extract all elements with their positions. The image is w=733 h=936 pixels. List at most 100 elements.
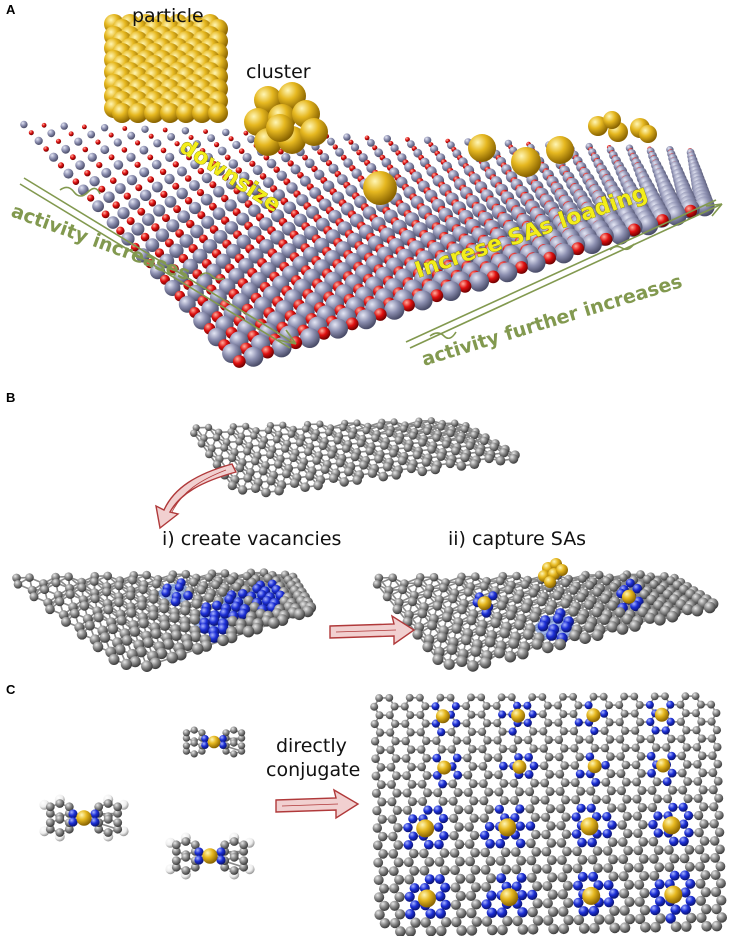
carbon-atom	[456, 435, 465, 444]
carbon-atom	[397, 456, 407, 466]
oxide-metal-atom	[155, 228, 170, 242]
oxygen-atom	[135, 184, 143, 192]
carbon-atom	[560, 598, 571, 609]
oxide-metal-atom	[151, 159, 162, 170]
carbon-atom	[418, 438, 427, 447]
nitrogen-atom	[552, 613, 564, 624]
oxide-metal-atom	[228, 159, 239, 169]
carbon-atom	[243, 473, 253, 483]
carbon-atom	[347, 431, 356, 440]
single-atom	[546, 136, 574, 164]
carbon-atom	[495, 455, 506, 466]
nitrogen-atom	[630, 600, 641, 612]
carbon-atom	[339, 477, 350, 487]
oxygen-atom	[147, 176, 154, 183]
carbon-atom	[522, 629, 534, 640]
carbon-atom	[376, 422, 384, 430]
carbon-atom	[220, 569, 230, 578]
carbon-atom	[469, 459, 480, 470]
carbon-atom	[682, 604, 694, 616]
carbon-atom	[137, 600, 147, 611]
oxide-metal-atom	[350, 143, 360, 152]
carbon-atom	[313, 480, 323, 491]
carbon-atom	[568, 606, 579, 617]
carbon-atom	[280, 444, 290, 453]
oxygen-atom	[165, 238, 174, 248]
carbon-atom	[484, 636, 496, 648]
carbon-atom	[170, 630, 182, 641]
carbon-atom	[479, 436, 489, 446]
carbon-atom	[392, 604, 403, 615]
oxide-metal-atom	[192, 248, 208, 264]
oxide-metal-atom	[128, 198, 141, 210]
oxide-metal-atom	[581, 234, 602, 254]
oxygen-atom	[175, 229, 184, 238]
carbon-atom	[536, 596, 547, 607]
carbon-atom	[324, 428, 333, 437]
oxygen-atom	[101, 210, 110, 219]
carbon-atom	[629, 620, 641, 632]
oxide-metal-atom	[305, 158, 315, 169]
carbon-atom	[655, 584, 666, 595]
oxide-metal-atom	[356, 309, 377, 330]
carbon-atom	[212, 460, 222, 469]
carbon-atom	[243, 447, 252, 456]
oxide-metal-atom	[169, 243, 184, 258]
carbon-atom	[451, 623, 462, 634]
oxygen-atom	[108, 154, 115, 161]
oxygen-atom	[238, 148, 245, 154]
metal-atom	[128, 103, 148, 123]
single-atom	[363, 171, 397, 205]
carbon-atom	[639, 589, 650, 600]
carbon-atom	[204, 593, 214, 603]
oxygen-atom	[486, 270, 500, 284]
carbon-atom	[454, 577, 464, 587]
carbon-atom	[79, 601, 90, 611]
carbon-atom	[427, 620, 438, 631]
carbon-atom	[70, 608, 80, 619]
oxide-metal-atom	[153, 204, 166, 217]
oxygen-atom	[70, 154, 76, 161]
carbon-atom	[114, 597, 124, 608]
single-atom	[588, 116, 608, 136]
oxygen-atom	[224, 154, 231, 161]
oxygen-atom	[96, 162, 103, 169]
oxide-metal-atom	[383, 135, 391, 143]
carbon-atom	[544, 605, 555, 615]
carbon-atom	[138, 618, 149, 629]
carbon-atom	[479, 581, 489, 591]
carbon-atom	[441, 440, 451, 449]
oxygen-atom	[388, 141, 394, 146]
oxygen-atom	[405, 137, 410, 142]
oxide-metal-atom	[126, 174, 138, 186]
oxide-metal-atom	[319, 153, 330, 163]
oxygen-atom	[197, 167, 205, 175]
carbon-atom	[374, 454, 383, 464]
carbon-atom	[421, 457, 431, 467]
carbon-atom	[301, 425, 310, 433]
oxygen-atom	[184, 197, 193, 205]
nitrogen-atom	[238, 589, 248, 599]
carbon-atom	[289, 453, 298, 463]
oxide-metal-atom	[224, 221, 239, 235]
oxygen-atom	[184, 175, 192, 182]
oxygen-atom	[151, 223, 160, 232]
oxide-metal-atom	[151, 181, 163, 193]
oxide-metal-atom	[127, 131, 136, 140]
carbon-atom	[166, 651, 179, 664]
carbon-atom	[159, 620, 171, 631]
oxygen-atom	[214, 142, 220, 148]
carbon-atom	[116, 615, 127, 626]
oxide-support-surface	[20, 120, 715, 368]
oxygen-atom	[235, 167, 242, 174]
oxygen-atom	[126, 217, 135, 226]
carbon-atom	[90, 577, 99, 586]
carbon-atom	[568, 585, 579, 595]
carbon-atom	[328, 473, 339, 483]
oxygen-atom	[627, 223, 641, 237]
single-atom	[511, 147, 541, 177]
carbon-atom	[293, 608, 306, 621]
carbon-atom	[408, 431, 417, 440]
carbon-atom	[138, 585, 148, 595]
oxide-metal-atom	[189, 180, 200, 191]
